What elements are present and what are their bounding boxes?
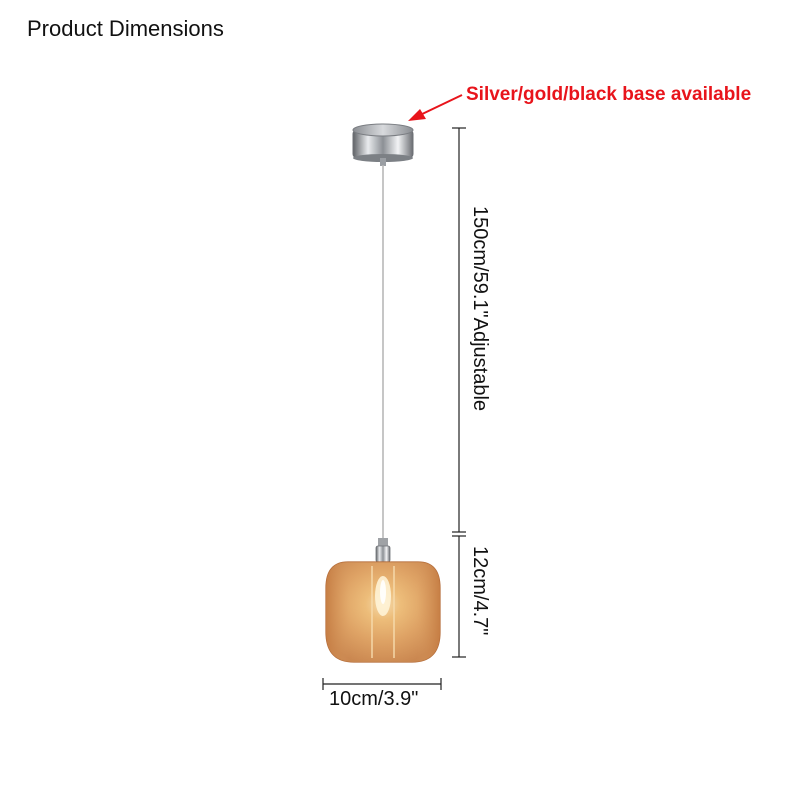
amber-glass-shade [325, 561, 441, 663]
callout-arrow [408, 94, 463, 121]
shade-width-label: 10cm/3.9" [329, 688, 419, 710]
total-height-dimension [452, 127, 466, 533]
lamp-socket [375, 538, 391, 563]
page-title: Product Dimensions [27, 16, 224, 41]
ceiling-canopy [352, 123, 414, 166]
shade-height-dimension [452, 535, 466, 658]
base-options-callout: Silver/gold/black base available [466, 84, 752, 105]
shade-width-dimension [322, 678, 442, 690]
